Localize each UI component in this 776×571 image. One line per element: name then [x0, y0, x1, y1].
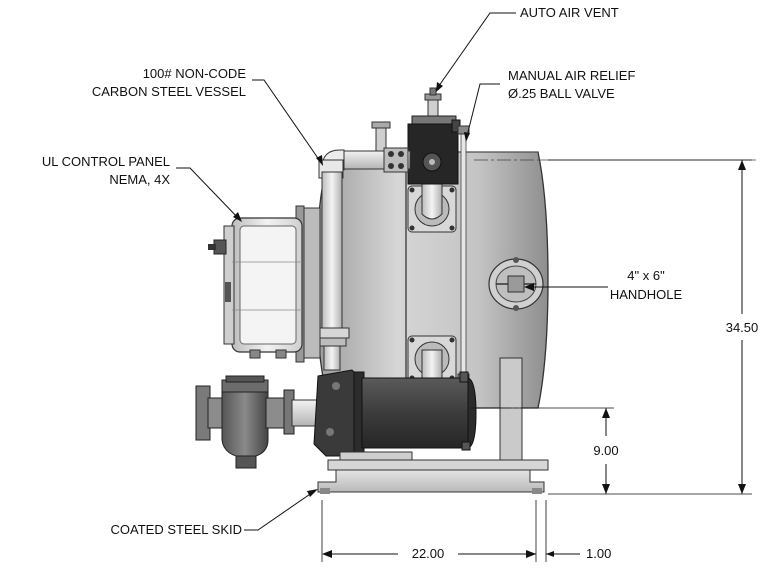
callout-control-panel: UL CONTROL PANEL NEMA, 4X	[42, 154, 242, 222]
discharge-piping	[314, 147, 411, 371]
dimension-edge-offset: 1.00	[520, 546, 611, 561]
label-panel-line1: UL CONTROL PANEL	[42, 154, 170, 169]
dimension-value-pump-height: 9.00	[593, 443, 618, 458]
dimension-height-pump: 9.00	[470, 407, 619, 494]
label-auto-air-vent: AUTO AIR VENT	[520, 5, 619, 20]
motor	[361, 377, 469, 449]
label-relief-line1: MANUAL AIR RELIEF	[508, 68, 635, 83]
lower-nozzle	[407, 335, 457, 383]
callout-vessel: 100# NON-CODE CARBON STEEL VESSEL	[92, 66, 323, 166]
label-vessel-line2: CARBON STEEL VESSEL	[92, 84, 246, 99]
dimension-value-edge-offset: 1.00	[586, 546, 611, 561]
vent-body	[407, 123, 459, 185]
label-skid: COATED STEEL SKID	[111, 522, 242, 537]
dimension-value-overall-height: 34.50	[726, 320, 759, 335]
callout-auto-air-vent: AUTO AIR VENT	[435, 5, 619, 92]
air-vent-assembly	[407, 87, 461, 185]
dimension-height-overall: 34.50	[548, 159, 759, 495]
callout-manual-air-relief: MANUAL AIR RELIEF Ø.25 BALL VALVE	[464, 68, 635, 142]
vessel	[315, 121, 549, 410]
label-vessel-line1: 100# NON-CODE	[143, 66, 247, 81]
handhole	[488, 257, 544, 311]
label-relief-line2: Ø.25 BALL VALVE	[508, 86, 615, 101]
skid	[317, 357, 549, 494]
label-handhole-line1: 4" x 6"	[627, 268, 665, 283]
callout-handhole: 4" x 6" HANDHOLE	[524, 268, 682, 302]
pump-motor	[313, 369, 477, 465]
upper-nozzle	[407, 179, 457, 233]
label-panel-line2: NEMA, 4X	[109, 172, 170, 187]
vessel-leg	[499, 357, 523, 475]
control-panel	[208, 205, 321, 363]
dimension-value-skid-width: 22.00	[412, 546, 445, 561]
callout-skid: COATED STEEL SKID	[111, 489, 318, 537]
dimension-width-skid: 22.00	[321, 500, 547, 562]
suction-strainer	[195, 375, 321, 469]
label-handhole-line2: HANDHOLE	[610, 287, 683, 302]
